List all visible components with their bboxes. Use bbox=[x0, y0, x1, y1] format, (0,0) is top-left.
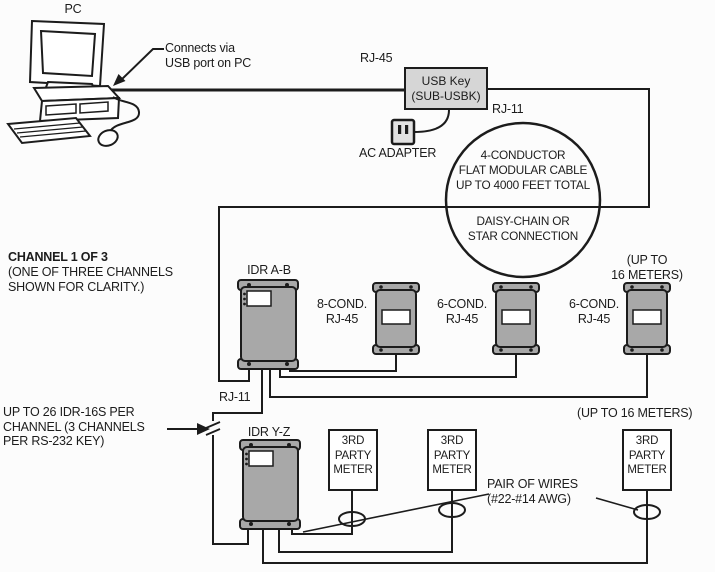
wire-note-leader-right bbox=[595, 497, 639, 511]
rj11-chain-wire2 bbox=[212, 435, 249, 545]
module1-wire bbox=[289, 353, 397, 372]
module1-label: 8-COND. RJ-45 bbox=[317, 297, 367, 326]
capacity-note-arrowhead bbox=[197, 423, 210, 435]
meter-distance-note: (UP TO 16 METERS) bbox=[577, 406, 693, 420]
third-party-meter-1: 3RD PARTY METER bbox=[328, 429, 378, 491]
module3-wire bbox=[269, 353, 648, 398]
idr-yz-label: IDR Y-Z bbox=[247, 425, 291, 439]
rj11-chain-wire bbox=[212, 367, 263, 421]
module2-wire bbox=[279, 353, 517, 378]
rj45-port-label: RJ-45 bbox=[360, 51, 393, 65]
cable-note-top: 4-CONDUCTOR FLAT MODULAR CABLE UP TO 400… bbox=[456, 148, 590, 192]
ac-plug-icon bbox=[390, 118, 416, 146]
usb-key-box: USB Key (SUB-USBK) bbox=[404, 67, 488, 110]
modular-cable-main-wire bbox=[218, 88, 650, 382]
wire-break-icon bbox=[205, 421, 221, 436]
module2-label: 6-COND. RJ-45 bbox=[437, 297, 487, 326]
pair-of-wires-note: PAIR OF WIRES (#22-#14 AWG) bbox=[487, 477, 578, 506]
wire-loop-3 bbox=[633, 504, 661, 520]
meter1-wire bbox=[291, 489, 353, 535]
rj45-module-3 bbox=[623, 282, 671, 355]
usb-note-arrowhead bbox=[113, 74, 126, 86]
channel-note-title: CHANNEL 1 OF 3 bbox=[8, 250, 108, 264]
channel-note-subtitle: (ONE OF THREE CHANNELS SHOWN FOR CLARITY… bbox=[8, 265, 173, 294]
pc-illustration bbox=[6, 19, 140, 147]
third-party-meter-3: 3RD PARTY METER bbox=[622, 429, 672, 491]
keyboard-icon bbox=[6, 116, 92, 145]
usb-connection-note: Connects via USB port on PC bbox=[165, 41, 252, 70]
wire-loops bbox=[302, 493, 661, 533]
idr-ab-device bbox=[237, 279, 299, 370]
ac-adapter-label: AC ADAPTER bbox=[359, 146, 437, 160]
rj45-module-2 bbox=[492, 282, 540, 355]
rj11-port-label: RJ-11 bbox=[492, 102, 524, 116]
ac-cord-wire bbox=[413, 109, 450, 133]
capacity-note: UP TO 26 IDR-16S PER CHANNEL (3 CHANNELS… bbox=[3, 405, 145, 448]
module3-label: 6-COND. RJ-45 bbox=[569, 297, 619, 326]
meter3-wire bbox=[262, 489, 648, 564]
wires bbox=[111, 88, 650, 564]
rj45-module-1 bbox=[372, 282, 420, 355]
wire-note-leader-left bbox=[302, 493, 490, 533]
mouse-icon bbox=[97, 96, 140, 147]
idr-yz-device bbox=[239, 439, 301, 530]
computer-case-icon bbox=[32, 84, 122, 123]
wire-loop-2 bbox=[438, 502, 466, 518]
idr-ab-label: IDR A-B bbox=[247, 263, 291, 277]
cable-note-bottom: DAISY-CHAIN OR STAR CONNECTION bbox=[467, 214, 579, 243]
cable-note-circle bbox=[444, 121, 602, 279]
rj11-chain-label: RJ-11 bbox=[219, 390, 251, 404]
pc-label: PC bbox=[64, 2, 82, 16]
module-distance-note: (UP TO 16 METERS) bbox=[611, 253, 683, 282]
third-party-meter-2: 3RD PARTY METER bbox=[427, 429, 477, 491]
monitor-icon bbox=[28, 19, 106, 94]
meter2-wire bbox=[278, 489, 453, 553]
annotation-arrows bbox=[113, 48, 210, 435]
